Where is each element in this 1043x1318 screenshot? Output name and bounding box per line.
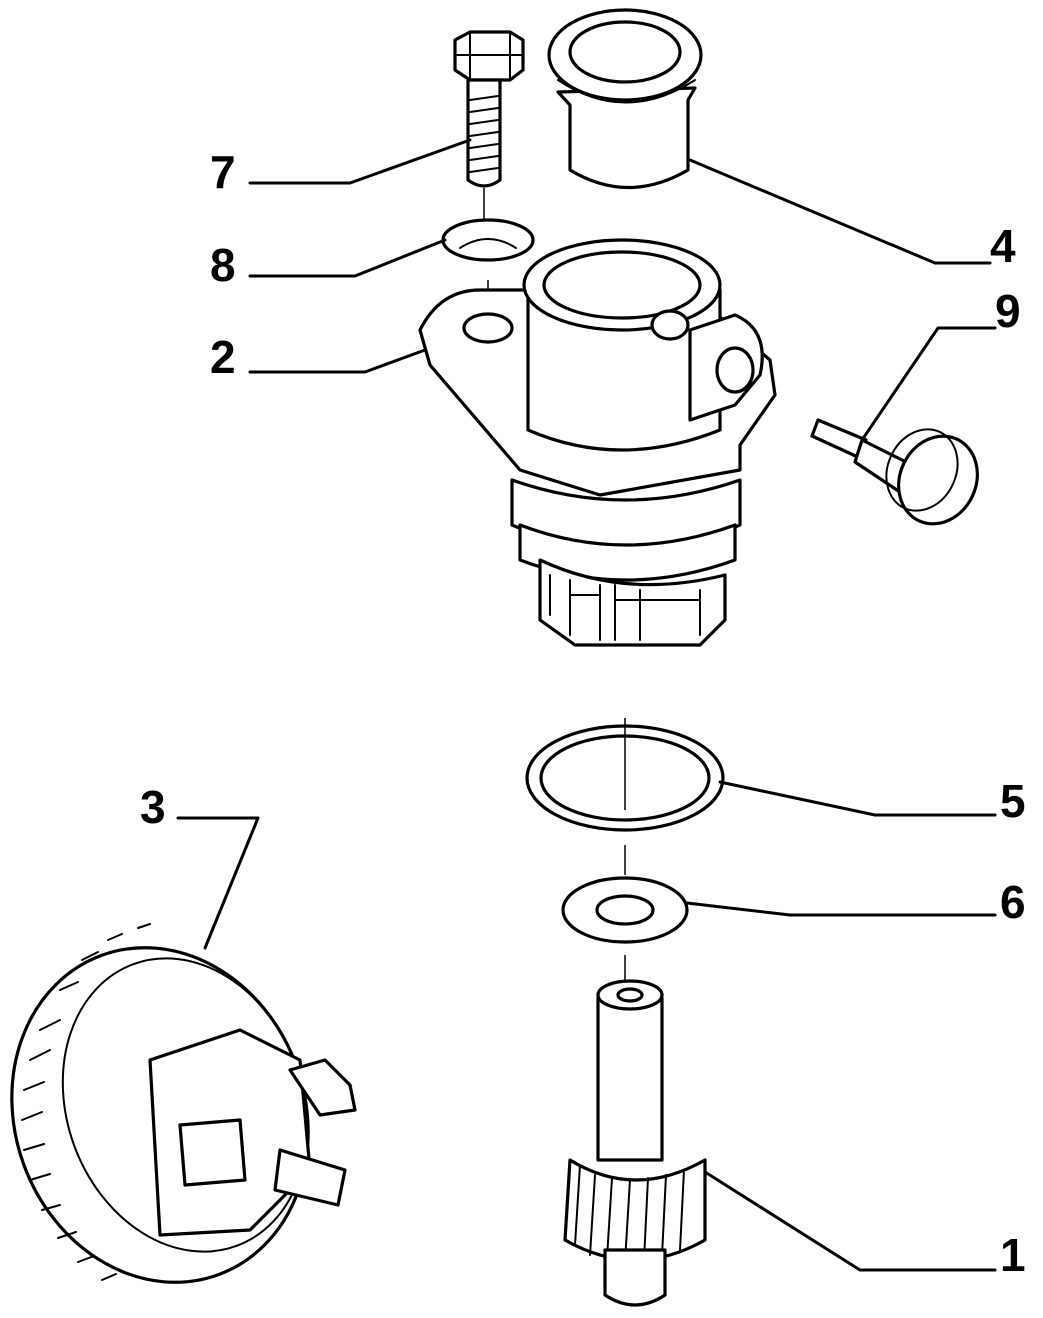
part-6-washer	[561, 876, 689, 985]
leader-8	[248, 238, 447, 278]
label-6: 6	[1000, 876, 1026, 928]
label-2: 2	[210, 331, 236, 383]
leader-3	[176, 816, 260, 950]
leader-6	[685, 901, 997, 917]
leader-lines	[176, 138, 997, 1272]
part-9-pin	[810, 418, 979, 526]
label-1: 1	[1000, 1229, 1026, 1281]
part-3-gear	[10, 923, 357, 1284]
leader-1	[703, 1170, 997, 1272]
part-2-housing	[418, 238, 777, 647]
label-5: 5	[1000, 775, 1026, 827]
part-1-pinion-shaft	[563, 979, 707, 1307]
label-9: 9	[995, 285, 1021, 337]
leader-7	[248, 138, 472, 185]
label-3: 3	[140, 781, 166, 833]
label-4: 4	[990, 220, 1016, 272]
part-5-oring	[525, 718, 725, 875]
label-7: 7	[210, 146, 236, 198]
part-4-bushing	[547, 8, 703, 190]
label-8: 8	[210, 239, 236, 291]
leader-9	[860, 326, 997, 442]
part-7-bolt	[453, 30, 525, 225]
leader-5	[718, 780, 997, 817]
part-8-washer	[441, 218, 535, 325]
leader-2	[248, 348, 427, 374]
leader-4	[688, 158, 992, 265]
part-labels: 7 8 2 4 9 3 5 6 1	[140, 146, 1026, 1281]
